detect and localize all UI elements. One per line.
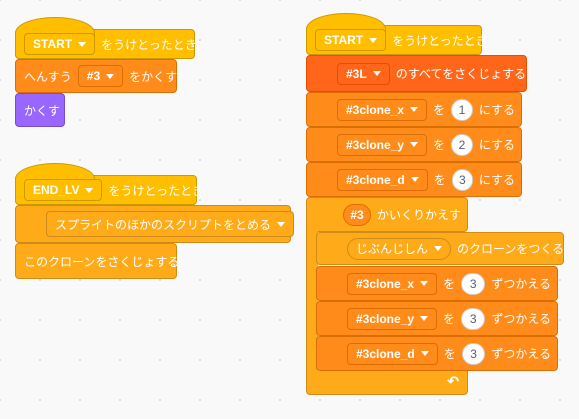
variable-dropdown[interactable]: #3 — [77, 65, 124, 87]
repeat-arm — [306, 231, 318, 372]
change-variable-block[interactable]: #3clone_d を 3 ずつかえる — [316, 336, 558, 371]
chevron-down-icon — [410, 177, 419, 182]
value-input[interactable]: 3 — [461, 272, 486, 295]
set-variable-block[interactable]: #3clone_d を 3 にする — [306, 162, 522, 197]
block-label: ずつかえる — [491, 347, 551, 361]
when-receive-start-hat-right[interactable]: START をうけとったとき — [306, 13, 488, 55]
block-label: かくす — [24, 103, 61, 118]
block-label: かいくりかえす — [376, 208, 461, 222]
variable-dropdown[interactable]: #3clone_y — [347, 307, 438, 330]
block-label: を — [433, 138, 446, 152]
chevron-down-icon — [420, 281, 429, 286]
chevron-down-icon — [78, 41, 87, 47]
variable-dropdown[interactable]: #3clone_d — [337, 168, 428, 191]
value-input[interactable]: 3 — [451, 168, 473, 191]
set-variable-block[interactable]: #3clone_x を 1 にする — [306, 92, 522, 127]
chevron-down-icon — [420, 351, 429, 356]
change-variable-block[interactable]: #3clone_y を 3 ずつかえる — [316, 301, 558, 336]
hide-variable-block[interactable]: へんすう #3 をかくす — [15, 59, 177, 93]
stop-option-dropdown[interactable]: スプライトのほかのスクリプトをとめる — [46, 211, 295, 237]
chevron-down-icon — [372, 71, 381, 76]
message-dropdown[interactable]: START — [24, 33, 96, 55]
block-label: にする — [478, 103, 515, 117]
chevron-down-icon — [106, 73, 115, 79]
block-label: を — [443, 312, 456, 326]
message-dropdown[interactable]: START — [315, 29, 387, 51]
variable-dropdown[interactable]: #3clone_y — [337, 133, 428, 156]
block-label: のすべてをさくじょする — [395, 67, 527, 81]
hat-label: をうけとったとき — [101, 37, 197, 52]
chevron-down-icon — [410, 107, 419, 112]
block-label: へんすう — [24, 69, 72, 84]
block-label: にする — [478, 138, 515, 152]
block-label: ずつかえる — [491, 312, 551, 326]
change-variable-block[interactable]: #3clone_x を 3 ずつかえる — [316, 266, 558, 301]
block-label: をかくす — [129, 69, 178, 84]
chevron-down-icon — [85, 187, 94, 193]
repeat-count-reporter[interactable]: #3 — [343, 203, 371, 226]
when-receive-start-hat-left[interactable]: START をうけとったとき — [15, 17, 197, 59]
block-label: のクローンをつくる — [457, 242, 565, 256]
loop-arrow-icon: ↶ — [447, 373, 459, 389]
chevron-down-icon — [369, 37, 378, 43]
value-input[interactable]: 2 — [451, 133, 473, 156]
delete-this-clone-block[interactable]: このクローンをさくじょする — [15, 243, 180, 279]
repeat-block[interactable]: #3 かいくりかえす — [306, 197, 468, 232]
block-label: このクローンをさくじょする — [24, 254, 180, 269]
value-input[interactable]: 3 — [461, 342, 486, 365]
block-label: を — [433, 173, 446, 187]
block-label: を — [433, 103, 446, 117]
block-label: ずつかえる — [491, 277, 551, 291]
hide-block[interactable]: かくす — [15, 93, 65, 127]
variable-dropdown[interactable]: #3clone_d — [347, 342, 438, 365]
chevron-down-icon — [410, 142, 419, 147]
delete-all-of-list-block[interactable]: #3L のすべてをさくじょする — [306, 55, 527, 92]
create-clone-block[interactable]: じぶんじしん のクローンをつくる — [316, 232, 564, 265]
chevron-down-icon — [277, 221, 286, 227]
variable-dropdown[interactable]: #3clone_x — [347, 272, 438, 295]
value-input[interactable]: 3 — [461, 307, 486, 330]
block-label: にする — [478, 173, 515, 187]
block-label: を — [443, 277, 456, 291]
message-dropdown[interactable]: END_LV — [24, 179, 103, 201]
variable-dropdown[interactable]: #3clone_x — [337, 98, 428, 121]
value-input[interactable]: 1 — [451, 98, 473, 121]
when-receive-end-hat[interactable]: END_LV をうけとったとき — [15, 163, 204, 205]
stop-block[interactable]: スプライトのほかのスクリプトをとめる — [15, 205, 295, 243]
chevron-down-icon — [420, 316, 429, 321]
set-variable-block[interactable]: #3clone_y を 2 にする — [306, 127, 522, 162]
hat-label: をうけとったとき — [108, 183, 205, 198]
clone-target-dropdown[interactable]: じぶんじしん — [347, 237, 452, 260]
repeat-footer[interactable]: ↶ — [306, 371, 468, 395]
block-label: を — [443, 347, 456, 361]
chevron-down-icon — [434, 246, 443, 251]
list-dropdown[interactable]: #3L — [337, 62, 390, 85]
hat-label: をうけとったとき — [392, 33, 488, 48]
